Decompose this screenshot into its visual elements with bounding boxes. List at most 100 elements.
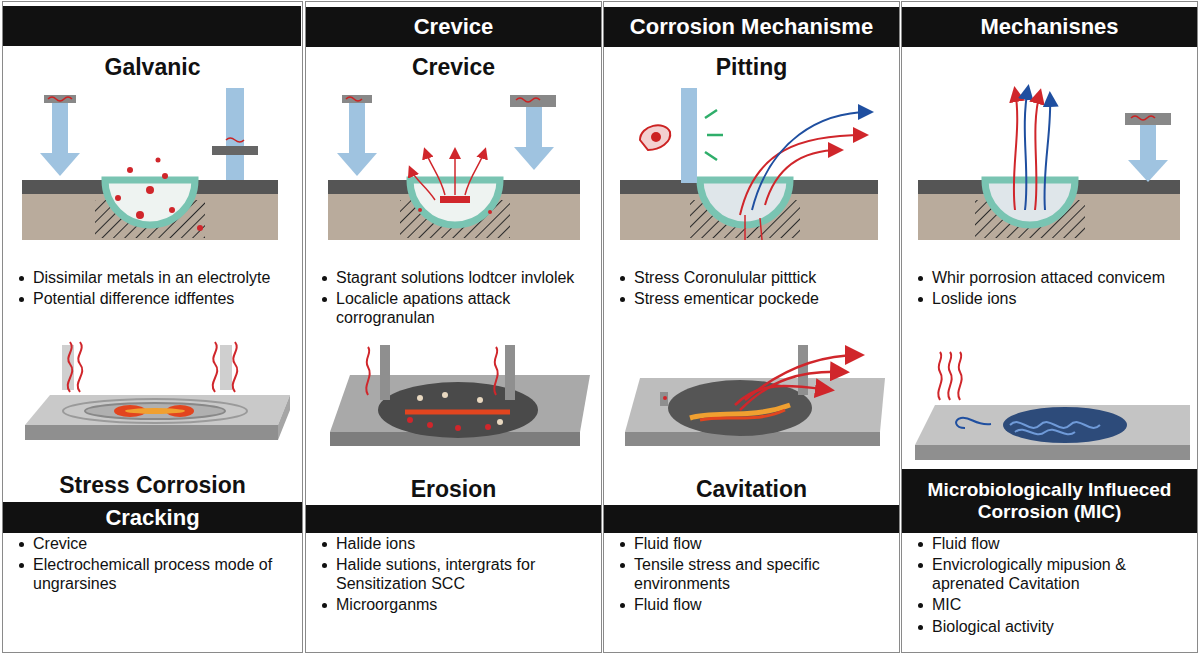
bullet-item: MIC — [914, 596, 1185, 614]
bullet-item: Stress Coronulular pitttick — [616, 269, 887, 287]
illustration-part — [505, 345, 515, 400]
bar-title: Cracking — [105, 505, 199, 530]
bullet-item: Stagrant solutions lodtcer invlolek — [318, 269, 589, 287]
text-group: Crevice — [312, 54, 595, 80]
section-title: Crevice — [312, 54, 595, 80]
header-title: Corrosion Mechanisme — [630, 14, 873, 39]
illustration-part — [1035, 92, 1040, 210]
illustration-part — [938, 352, 941, 400]
illustration-part — [745, 355, 860, 400]
illustration-part — [1125, 113, 1171, 125]
header-title: Crevice — [414, 14, 494, 39]
mechanism-panel: PittingStress Coronulular pitttickStress… — [603, 1, 900, 653]
bullet-item: Halide sutions, intergrats for Sensitiza… — [318, 556, 589, 593]
mechanism-figure — [918, 88, 1180, 240]
crevice-figure — [328, 95, 580, 240]
illustration-part — [455, 425, 461, 431]
illustration-part — [407, 417, 413, 423]
illustration-part — [48, 97, 72, 101]
illustration-part — [681, 88, 697, 183]
text-group: Stress Coronulular pitttickStress ementi… — [616, 269, 887, 312]
illustration-part — [640, 125, 670, 150]
illustration-part — [745, 215, 762, 240]
illustration-part — [485, 424, 491, 430]
bullet-item: Dissimilar metals in an electrolyte — [15, 269, 290, 287]
section-title: Stress Corrosion — [3, 472, 302, 498]
illustration-part — [660, 392, 668, 406]
illustration-part — [337, 153, 377, 176]
illustration-part — [510, 95, 556, 107]
bullet-item: Halide ions — [318, 535, 589, 553]
box-title: Microbiologically Influeced Corrosion (M… — [910, 479, 1189, 523]
illustration-part — [136, 211, 144, 219]
illustration-part — [278, 395, 290, 440]
section-heading-bar: Cavitation — [604, 476, 899, 533]
illustration-part — [156, 158, 161, 163]
illustration-part — [78, 342, 83, 392]
stress-corrosion-figure — [25, 342, 290, 440]
illustration-part — [212, 146, 258, 155]
mechanism-panel: Whir porrosion attaced convicemLoslide i… — [901, 1, 1198, 653]
illustration-part — [125, 408, 185, 414]
illustration-part — [63, 399, 247, 423]
text-group: Stagrant solutions lodtcer invlolekLocal… — [318, 269, 589, 330]
text-group: Halide ionsHalide sutions, intergrats fo… — [318, 535, 589, 618]
illustration-part — [1003, 407, 1127, 443]
text-group: Fluid flowTensile stress and specific en… — [616, 535, 887, 618]
illustration-part — [1128, 160, 1168, 182]
illustration-part — [915, 405, 1190, 445]
illustration-part — [1025, 88, 1028, 210]
illustration-part — [25, 425, 278, 440]
illustration-part — [146, 186, 154, 194]
bullet-item: Fluid flow — [914, 535, 1185, 553]
cavitation-figure — [625, 345, 885, 446]
text-group: Whir porrosion attaced convicemLoslide i… — [914, 269, 1185, 312]
section-title: Galvanic — [9, 54, 296, 80]
text-group: Dissimilar metals in an electrolytePoten… — [15, 269, 290, 312]
title-bar — [604, 505, 899, 533]
illustration-part — [342, 95, 372, 103]
bullet-item: Fluid flow — [616, 535, 887, 553]
bullet-item: Envicrologically mipusion & aprenated Ca… — [914, 556, 1185, 593]
illustration-part — [169, 207, 175, 213]
bullet-item: Crevice — [15, 535, 290, 553]
illustration-part — [442, 392, 448, 398]
illustration-part — [162, 173, 168, 179]
illustration-part — [44, 95, 76, 103]
header-bar: Mechanisnes — [902, 7, 1197, 47]
section-title: Pitting — [610, 54, 893, 80]
header-bar — [3, 6, 301, 46]
illustration-part — [226, 138, 244, 142]
illustration-part — [516, 98, 540, 102]
illustration-part — [418, 208, 422, 212]
illustration-part — [1140, 125, 1156, 160]
illustration-part — [1014, 90, 1018, 210]
illustration-part — [425, 150, 445, 195]
illustration-part — [526, 107, 542, 147]
title-bar — [306, 505, 601, 533]
illustration-part — [40, 153, 80, 176]
illustration-part — [52, 103, 68, 153]
bullet-item: Electrochemicall process mode of ungrars… — [15, 556, 290, 593]
title-box: Microbiologically Influeced Corrosion (M… — [902, 469, 1197, 533]
header-title: Mechanisnes — [980, 14, 1118, 39]
illustration-part — [85, 403, 225, 419]
illustration-part — [705, 110, 723, 160]
section-heading-bar: Stress CorrosionCracking — [3, 472, 302, 533]
bullet-item: Localicle apations attack corrogranulan — [318, 290, 589, 327]
illustration-part — [700, 410, 785, 420]
illustration-part — [1044, 95, 1050, 210]
illustration-part — [956, 418, 991, 428]
mic-figure — [915, 352, 1190, 460]
illustration-part — [651, 132, 661, 142]
illustration-part — [220, 345, 232, 390]
illustration-part — [427, 422, 433, 428]
section-heading-bar: Erosion — [306, 476, 601, 533]
illustration-part — [417, 395, 423, 401]
bullet-item: Stress ementicar pockede — [616, 290, 887, 308]
illustration-part — [465, 150, 485, 195]
illustration-part — [1015, 430, 1075, 435]
title-bar: Cracking — [3, 502, 302, 533]
illustration-part — [915, 445, 1190, 460]
illustration-part — [213, 342, 218, 392]
